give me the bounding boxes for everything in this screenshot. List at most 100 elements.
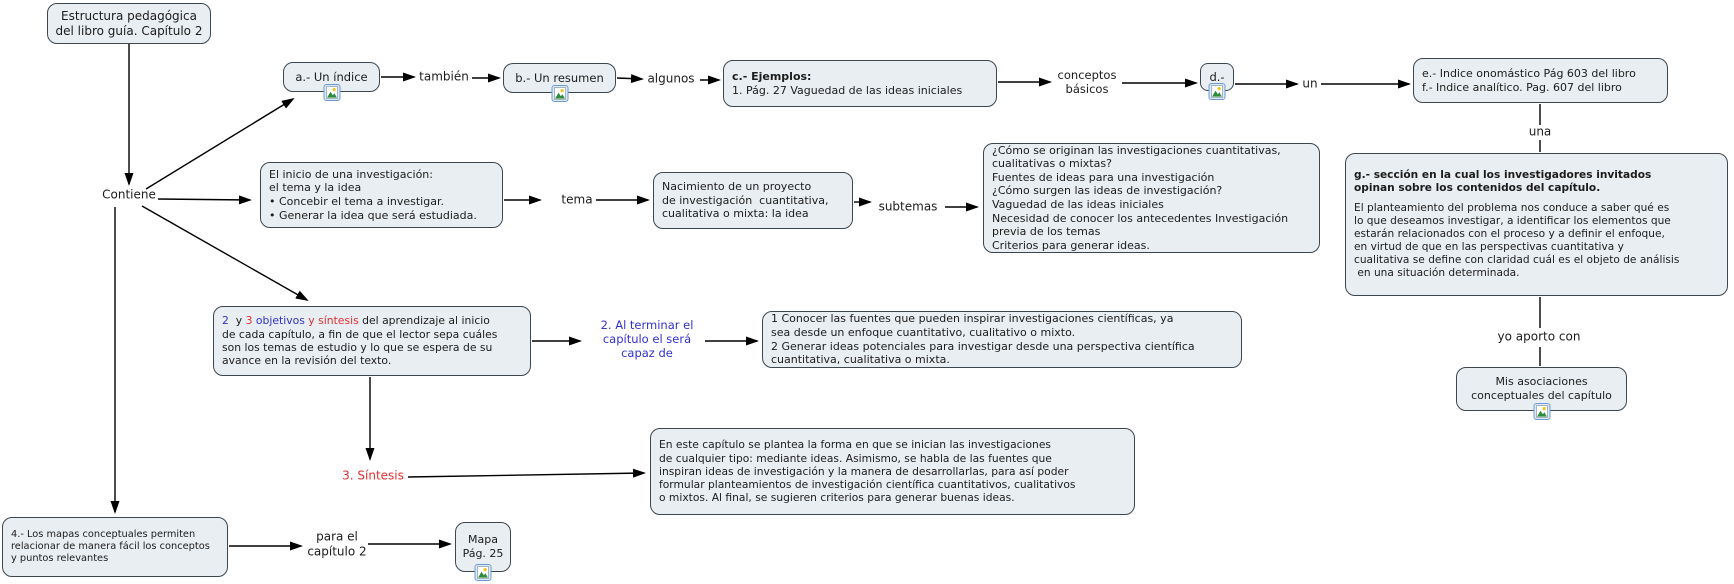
node-text-line: cualitativa o mixta: la idea [662, 207, 809, 221]
image-resource-icon[interactable] [474, 564, 492, 581]
concept-node-d[interactable]: d.- [1200, 63, 1234, 100]
concept-node-preguntas[interactable]: ¿Cómo se originan las investigaciones cu… [983, 143, 1320, 253]
concept-node-conocer[interactable]: 1 Conocer las fuentes que pueden inspira… [762, 311, 1242, 368]
concept-node-inicio[interactable]: El inicio de una investigación:el tema y… [260, 162, 503, 228]
node-text-line: capítulo 2 [307, 544, 367, 558]
node-text-line: Mis asociaciones [1495, 375, 1588, 389]
linking-phrase-una[interactable]: una [1529, 125, 1552, 140]
node-text-line: c.- Ejemplos: [732, 69, 812, 83]
node-text-line: subtemas [878, 199, 938, 214]
connector-line [145, 97, 295, 190]
node-text-line: En este capítulo se plantea la forma en … [659, 438, 1051, 452]
node-text-line: inspiran ideas de investigación y la man… [659, 464, 1069, 478]
node-text-line: formular planteamientos de investigación… [659, 478, 1076, 492]
concept-node-resumen[interactable]: b.- Un resumen [503, 63, 616, 102]
node-text-line: básicos [1065, 82, 1109, 96]
concept-node-objetivos[interactable]: 2 y 3 objetivos y síntesis del aprendiza… [213, 306, 531, 376]
node-text-line: capítulo el será [602, 331, 692, 346]
image-resource-icon[interactable] [551, 85, 568, 102]
node-text-line: Estructura pedagógica [61, 8, 197, 23]
node-text-line: Vaguedad de las ideas iniciales [992, 198, 1164, 211]
node-text-line: 1 Conocer las fuentes que pueden inspira… [771, 312, 1174, 326]
node-text-line: Contiene [102, 187, 156, 202]
concept-node-ejemplos[interactable]: c.- Ejemplos:1. Pág. 27 Vaguedad de las … [723, 60, 997, 107]
node-text-line: cuantitativa, cualitativa o mixta. [771, 353, 950, 367]
linking-phrase-un[interactable]: un [1302, 77, 1317, 92]
node-text-line: para el [316, 529, 358, 544]
node-text-line: Fuentes de ideas para una investigación [992, 170, 1215, 184]
node-text-line: relacionar de manera fácil los conceptos [11, 540, 210, 552]
node-text-line: el tema y la idea [269, 181, 362, 195]
node-text-line: algunos [647, 71, 695, 86]
node-text-line: capaz de [621, 346, 673, 361]
node-text-line: ¿Cómo surgen las ideas de investigación? [992, 184, 1223, 198]
node-text-line: a.- Un índice [295, 69, 368, 84]
node-text-line: ¿Cómo se originan las investigaciones cu… [992, 143, 1281, 157]
node-text-line: 2 Generar ideas potenciales para investi… [771, 339, 1195, 353]
image-resource-icon[interactable] [323, 84, 340, 101]
node-text-line: tema [561, 192, 593, 207]
connector-line [157, 195, 252, 205]
concept-node-g[interactable]: g.- sección en la cual los investigadore… [1345, 153, 1728, 296]
node-text-line: conceptos [1057, 67, 1117, 82]
node-text-line: d.- [1209, 69, 1225, 84]
node-text-line: 2 y 3 objetivos y síntesis del aprendiza… [222, 314, 490, 328]
node-text-line: en una situación determinada. [1354, 267, 1520, 280]
connector-line [616, 74, 644, 84]
linking-phrase-subtemas[interactable]: subtemas [879, 200, 938, 215]
node-text-line: y puntos relevantes [11, 553, 109, 565]
node-text-line: en virtud de que en las perspectivas cua… [1354, 241, 1624, 254]
image-resource-icon[interactable] [1533, 403, 1550, 420]
node-text-line: Nacimiento de un proyecto [662, 180, 812, 194]
linking-phrase-sintesis[interactable]: 3. Síntesis [342, 469, 404, 484]
linking-phrase-tambien[interactable]: también [419, 70, 469, 85]
node-text-line: f.- Indice analítico. Pag. 607 del libro [1422, 80, 1622, 94]
node-text-line: 1. Pág. 27 Vaguedad de las ideas inicial… [732, 83, 963, 97]
node-text-line: de investigación cuantitativa, [662, 193, 829, 207]
linking-phrase-yo-aporto-con[interactable]: yo aporto con [1498, 330, 1581, 345]
node-text-line: estarán relacionados con el proceso y a … [1354, 228, 1665, 240]
node-text-line: cualitativa se define con claridad cuál … [1354, 254, 1680, 267]
node-text-line: El planteamiento del problema nos conduc… [1354, 201, 1670, 214]
linking-phrase-contiene[interactable]: Contiene [102, 188, 156, 203]
linking-phrase-algunos[interactable]: algunos [647, 72, 694, 87]
node-text-line: Pág. 25 [462, 547, 504, 560]
image-resource-icon[interactable] [1208, 83, 1226, 100]
linking-phrase-tema[interactable]: tema [561, 193, 592, 208]
node-text-line: una [1528, 124, 1552, 139]
node-text-line: 4.- Los mapas conceptuales permiten [11, 528, 196, 540]
node-text-line: un [1302, 76, 1318, 91]
node-text-line: 2. Al terminar el [600, 317, 694, 332]
connector-line [141, 205, 309, 301]
node-text-line: • Generar la idea que será estudiada. [269, 208, 477, 222]
node-text-line: opinan sobre los contenidos del capítulo… [1354, 181, 1601, 194]
node-text-line: g.- sección en la cual los investigadore… [1354, 168, 1652, 181]
node-text-line: yo aporto con [1497, 329, 1581, 344]
node-text-line: previa de los temas [992, 225, 1101, 239]
node-text-line: de cualquier tipo: mediante ideas. Asimi… [659, 451, 1052, 465]
node-text-line: conceptuales del capítulo [1471, 389, 1612, 402]
node-text-line: Mapa [468, 533, 498, 547]
concept-node-sintesisbox[interactable]: En este capítulo se plantea la forma en … [650, 428, 1135, 515]
node-text-line: de cada capítulo, a fin de que el lector… [222, 327, 498, 341]
node-text-line: avance en la revisión del texto. [222, 354, 392, 368]
node-text-line: 3. Síntesis [342, 468, 404, 483]
node-text-line: • Concebir el tema a investigar. [269, 195, 444, 208]
node-text-line: Necesidad de conocer los antecedentes In… [992, 211, 1289, 225]
concept-node-indice[interactable]: a.- Un índice [283, 62, 380, 101]
node-text-line: El inicio de una investigación: [269, 167, 433, 181]
node-text-line: del libro guía. Capítulo 2 [55, 23, 203, 38]
node-text-line: e.- Indice onomástico Pág 603 del libro [1422, 66, 1636, 80]
node-text-line: lo que deseamos investigar, a identifica… [1354, 214, 1671, 227]
node-text-line: sea desde un enfoque cuantitativo, cuali… [771, 325, 1076, 339]
node-text-line: cualitativas o mixtas? [992, 157, 1112, 171]
